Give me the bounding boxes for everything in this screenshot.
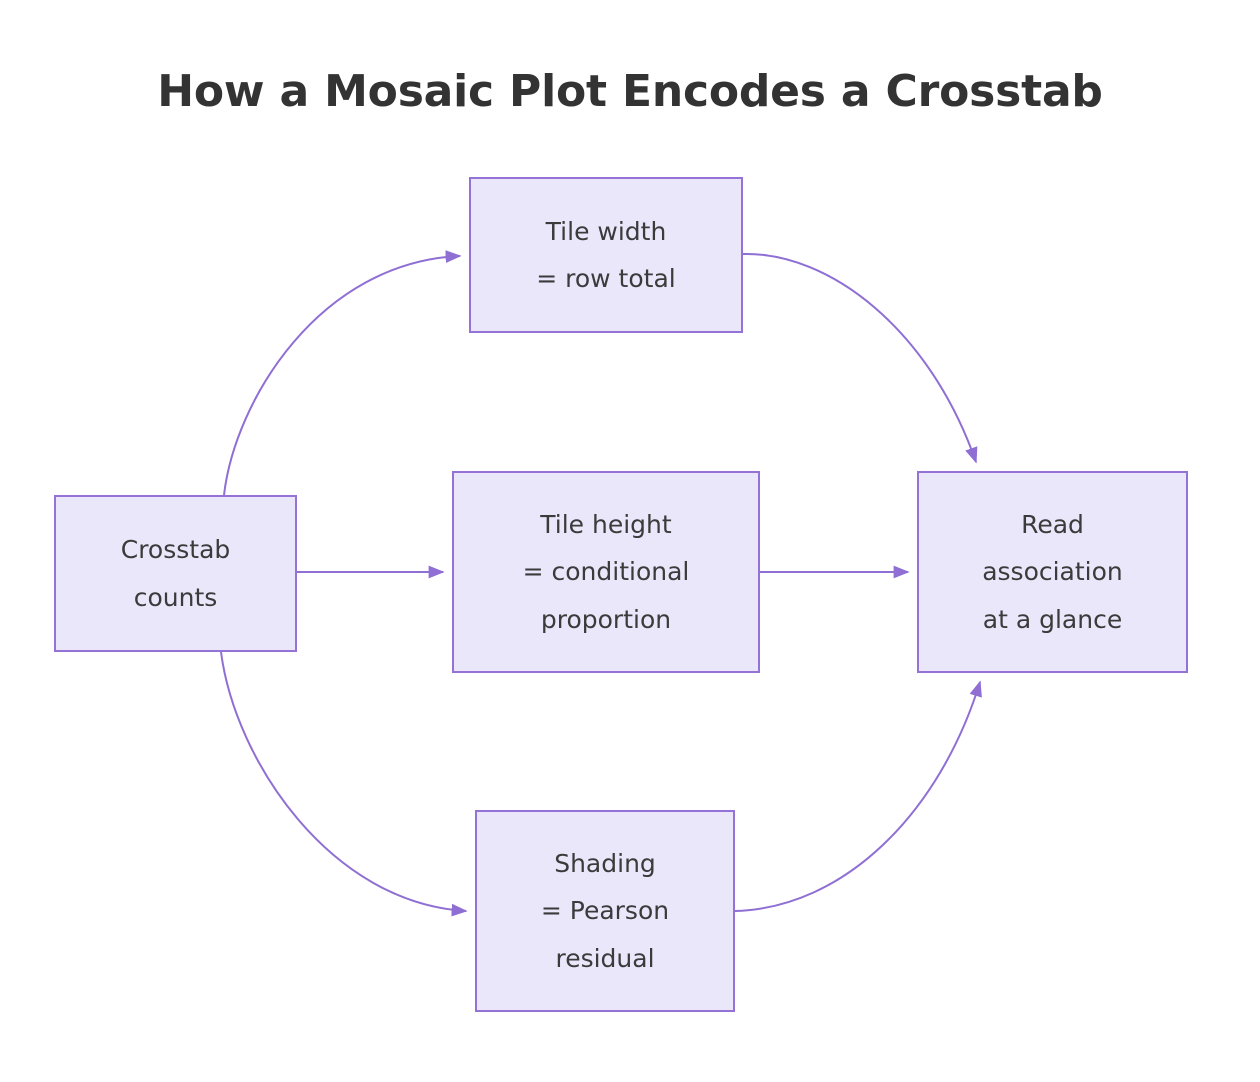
node-read-association-line-3: at a glance bbox=[982, 604, 1123, 634]
node-read-association[interactable]: Read association at a glance bbox=[917, 471, 1188, 673]
page-title: How a Mosaic Plot Encodes a Crosstab bbox=[157, 66, 1103, 117]
node-tile-width-line-2: = row total bbox=[536, 264, 676, 293]
node-tile-width[interactable]: Tile width = row total bbox=[469, 177, 743, 333]
node-crosstab-line-1: Crosstab bbox=[120, 535, 231, 564]
edge-shading-to-read bbox=[734, 680, 982, 912]
node-tile-width-line-1: Tile width bbox=[545, 216, 667, 246]
node-read-association-line-2: association bbox=[982, 557, 1123, 587]
edge-tile-width-to-read bbox=[742, 252, 978, 464]
node-tile-height-line-1: Tile height bbox=[540, 509, 672, 539]
edge-crosstab-to-tile-width bbox=[223, 250, 462, 496]
node-shading-line-3: residual bbox=[555, 943, 655, 973]
node-tile-height-line-3: proportion bbox=[540, 604, 672, 634]
node-shading[interactable]: Shading = Pearson residual bbox=[475, 810, 735, 1012]
node-tile-height[interactable]: Tile height = conditional proportion bbox=[452, 471, 760, 673]
node-crosstab[interactable]: Crosstab counts bbox=[54, 495, 297, 652]
node-crosstab-line-2: counts bbox=[133, 582, 218, 612]
node-read-association-line-1: Read bbox=[1021, 509, 1084, 539]
node-tile-height-line-2: = conditional bbox=[522, 557, 690, 587]
node-shading-line-2: = Pearson bbox=[540, 896, 670, 926]
node-shading-line-1: Shading bbox=[554, 848, 656, 878]
edge-crosstab-to-shading bbox=[220, 651, 468, 917]
